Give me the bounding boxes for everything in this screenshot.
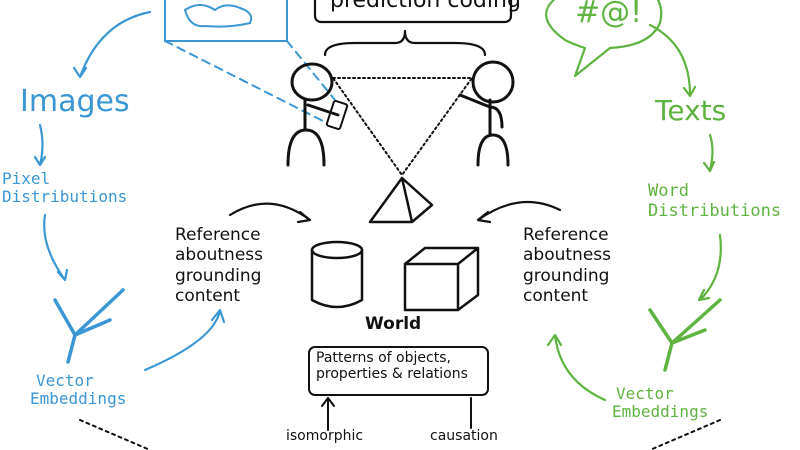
pyramid-icon bbox=[368, 176, 434, 224]
person-left bbox=[286, 62, 349, 167]
box-icon bbox=[403, 246, 480, 312]
images-flow-arrows bbox=[33, 10, 226, 372]
dotted-triangle bbox=[332, 77, 473, 176]
speech-bubble bbox=[545, 0, 663, 78]
cylinder-icon bbox=[310, 240, 364, 309]
content-line: content bbox=[523, 286, 589, 307]
isomorphic-arrow bbox=[321, 397, 335, 431]
brace-icon bbox=[323, 29, 487, 57]
aboutness-line: aboutness bbox=[523, 245, 611, 266]
vector-embeddings-left: Vector Embeddings bbox=[30, 371, 127, 409]
embeddings-line: Embeddings bbox=[30, 389, 127, 409]
vector-embeddings-right: Vector Embeddings bbox=[612, 384, 709, 422]
patterns-line-1: Patterns of objects, bbox=[316, 350, 451, 366]
vector-icon-green bbox=[648, 298, 722, 372]
grounding-line: grounding bbox=[175, 265, 262, 286]
grounding-line: grounding bbox=[523, 265, 610, 286]
prediction-coding-box bbox=[313, 0, 513, 24]
texts-title: Texts bbox=[655, 94, 727, 127]
reference-line: Reference bbox=[175, 225, 261, 245]
reference-right: Reference aboutness grounding content bbox=[523, 225, 611, 307]
patterns-text: Patterns of objects, properties & relati… bbox=[316, 350, 468, 382]
world-label: World bbox=[365, 314, 422, 334]
reference-left: Reference aboutness grounding content bbox=[175, 225, 263, 307]
word-line: Word bbox=[648, 181, 689, 201]
texts-flow-arrows bbox=[546, 23, 722, 402]
aboutness-line: aboutness bbox=[175, 245, 263, 266]
person-right bbox=[458, 60, 515, 167]
vector-line: Vector bbox=[36, 371, 94, 390]
causation-label: causation bbox=[430, 428, 498, 444]
pixel-distributions: Pixel Distributions bbox=[2, 169, 128, 207]
vector-icon-blue bbox=[53, 288, 125, 364]
images-title: Images bbox=[20, 84, 130, 119]
distributions-line: Distributions bbox=[2, 187, 128, 207]
isomorphic-label: isomorphic bbox=[286, 428, 364, 444]
content-line: content bbox=[175, 286, 241, 307]
speech-bubble-text: #@! bbox=[575, 0, 643, 30]
image-frame bbox=[164, 0, 336, 123]
patterns-box bbox=[308, 346, 489, 396]
embeddings-line: Embeddings bbox=[612, 402, 709, 422]
word-distributions: Word Distributions bbox=[648, 181, 782, 221]
pixel-line: Pixel bbox=[2, 169, 51, 188]
patterns-line-2: properties & relations bbox=[316, 366, 468, 383]
prediction-coding-label: prediction coding bbox=[330, 0, 521, 13]
distributions-line: Distributions bbox=[648, 200, 782, 221]
vector-line: Vector bbox=[616, 384, 674, 403]
reference-line: Reference bbox=[523, 225, 609, 245]
